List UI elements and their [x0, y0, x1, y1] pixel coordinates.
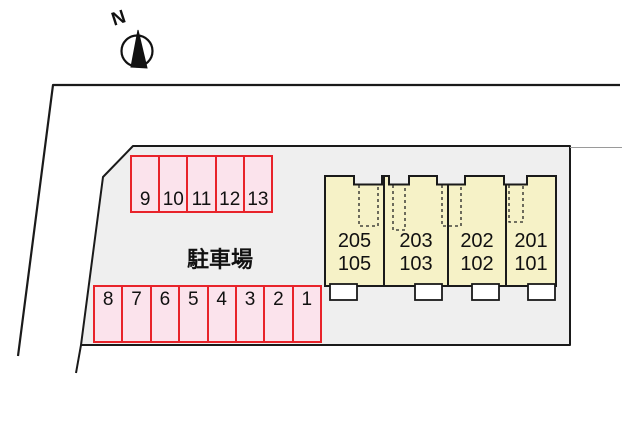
- unit-number-upper: 203: [399, 230, 433, 252]
- parking-stall: 1: [291, 287, 320, 341]
- parking-stall: 5: [178, 287, 206, 341]
- parking-area-label: 駐車場: [186, 247, 253, 272]
- stall-number: 1: [301, 289, 313, 310]
- parking-stall: 2: [263, 287, 291, 341]
- stall-number: 2: [273, 289, 284, 310]
- porch-rect: [329, 283, 358, 301]
- porch-rect: [527, 283, 556, 301]
- unit-label: 205 105: [325, 230, 384, 276]
- parcel-boundary-tail: [75, 344, 82, 374]
- stairs-dashed-path: [441, 185, 462, 227]
- parking-stall: 4: [206, 287, 235, 341]
- stall-number: 13: [247, 189, 269, 210]
- unit-number-upper: 205: [337, 230, 372, 252]
- unit-label: 203 103: [384, 230, 448, 276]
- parking-stall: 11: [186, 157, 214, 211]
- parking-stall: 8: [95, 287, 121, 341]
- parking-stall: 13: [242, 157, 271, 211]
- stall-number: 8: [102, 289, 114, 310]
- parking-stall: 10: [158, 157, 186, 211]
- parking-stall: 7: [121, 287, 149, 341]
- stall-number: 10: [162, 189, 184, 210]
- unit-number-lower: 103: [399, 253, 433, 275]
- parking-stall: 6: [149, 287, 178, 341]
- parking-row-top: 9 10 11 12 13: [130, 155, 273, 213]
- unit-number-lower: 101: [514, 253, 548, 275]
- unit-number-upper: 201: [514, 230, 548, 252]
- stall-number: 3: [244, 289, 256, 310]
- stairs-dashed-path: [392, 185, 406, 231]
- stall-number: 4: [216, 289, 227, 310]
- property-boundary-line: [16, 83, 620, 357]
- building-outline: [324, 175, 557, 287]
- unit-number-lower: 102: [460, 253, 494, 275]
- stall-number: 7: [131, 289, 142, 310]
- stall-number: 9: [139, 189, 151, 210]
- unit-label: 202 102: [448, 230, 506, 276]
- stairs-dashed-path: [358, 185, 379, 227]
- stall-number: 11: [191, 189, 212, 210]
- parking-stall: 12: [214, 157, 243, 211]
- unit-number-upper: 202: [460, 230, 494, 252]
- stall-number: 12: [219, 189, 241, 210]
- parking-stall: 3: [234, 287, 263, 341]
- stairs-dashed-path: [508, 185, 524, 223]
- unit-number-lower: 105: [337, 253, 372, 275]
- stall-number: 6: [159, 289, 171, 310]
- parking-row-bottom: 8 7 6 5 4 3 2 1: [93, 285, 322, 343]
- porch-rect: [414, 283, 443, 301]
- stall-number: 5: [188, 289, 199, 310]
- porch-rect: [471, 283, 500, 301]
- parking-stall: 9: [132, 157, 158, 211]
- compass-needle-icon: [130, 29, 148, 69]
- unit-label: 201 101: [506, 230, 556, 276]
